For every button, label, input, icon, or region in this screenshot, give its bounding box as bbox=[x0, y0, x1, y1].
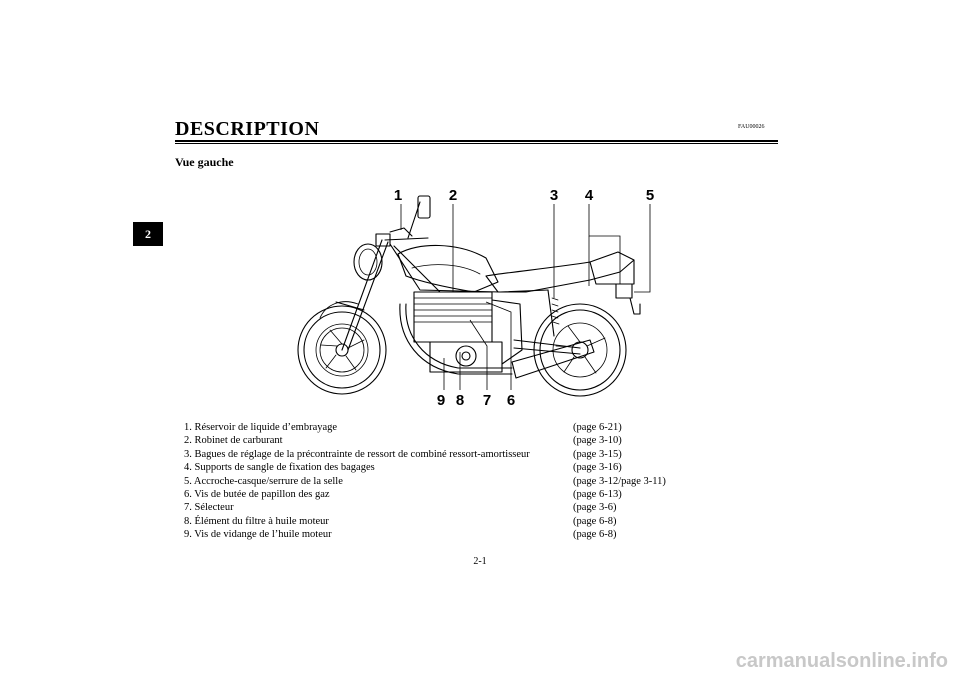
swingarm-shock bbox=[513, 289, 581, 355]
callout-7: 7 bbox=[483, 392, 491, 409]
part-name: 6. Vis de butée de papillon des gaz bbox=[184, 488, 330, 500]
callout-9: 9 bbox=[437, 392, 445, 409]
section-subtitle: Vue gauche bbox=[175, 155, 234, 169]
page-reference: (page 3-10) bbox=[573, 435, 622, 447]
page-reference: (page 3-12/page 3-11) bbox=[573, 475, 666, 487]
motorcycle-illustration: 1 2 3 4 5 9 8 7 6 bbox=[297, 187, 654, 409]
page-reference: (page 3-15) bbox=[573, 448, 622, 460]
part-name: 8. Élément du filtre à huile moteur bbox=[184, 515, 329, 527]
callout-1: 1 bbox=[394, 187, 402, 204]
callout-5: 5 bbox=[646, 187, 654, 204]
part-name: 9. Vis de vidange de l’huile moteur bbox=[184, 529, 332, 541]
list-item: 8. Élément du filtre à huile moteur (page… bbox=[184, 515, 704, 528]
list-item: 6. Vis de butée de papillon des gaz (page… bbox=[184, 488, 704, 501]
frame bbox=[389, 243, 549, 293]
part-name: 5. Accroche-casque/serrure de la selle bbox=[184, 475, 343, 487]
callout-2: 2 bbox=[449, 187, 457, 204]
part-name: 2. Robinet de carburant bbox=[184, 435, 283, 447]
part-name: 3. Bagues de réglage de la précontrainte… bbox=[184, 448, 530, 460]
part-name: 4. Supports de sangle de fixation des ba… bbox=[184, 462, 375, 474]
list-item: 1. Réservoir de liquide d’embrayage (page… bbox=[184, 421, 704, 434]
engine bbox=[413, 291, 523, 373]
chapter-tab: 2 bbox=[133, 222, 163, 246]
list-item: 3. Bagues de réglage de la précontrainte… bbox=[184, 448, 704, 461]
title-rule-thick bbox=[175, 140, 778, 142]
list-item: 9. Vis de vidange de l’huile moteur (page… bbox=[184, 528, 704, 541]
list-item: 2. Robinet de carburant (page 3-10) bbox=[184, 434, 704, 447]
watermark-text: carmanualsonline.info bbox=[735, 650, 948, 672]
page-reference: (page 3-16) bbox=[573, 462, 622, 474]
part-name: 1. Réservoir de liquide d’embrayage bbox=[184, 422, 338, 433]
parts-list: 1. Réservoir de liquide d’embrayage (page… bbox=[184, 421, 704, 542]
callout-4: 4 bbox=[585, 187, 594, 204]
front-fork bbox=[319, 239, 389, 351]
part-name: 7. Sélecteur bbox=[184, 502, 234, 514]
rear-wheel bbox=[533, 303, 627, 397]
page-reference: (page 6-8) bbox=[573, 529, 617, 541]
list-item: 7. Sélecteur (page 3-6) bbox=[184, 501, 704, 514]
list-item: 4. Supports de sangle de fixation des ba… bbox=[184, 461, 704, 474]
page-reference: (page 3-6) bbox=[573, 502, 617, 514]
callout-3: 3 bbox=[550, 187, 558, 204]
document-code: FAU00026 bbox=[738, 124, 765, 130]
page-reference: (page 6-8) bbox=[573, 515, 617, 527]
page-title: DESCRIPTION bbox=[175, 118, 320, 140]
front-controls bbox=[353, 195, 431, 281]
page-number: 2-1 bbox=[473, 556, 487, 567]
seat-tail bbox=[485, 251, 641, 315]
fuel-tank bbox=[397, 244, 499, 293]
page-reference: (page 6-13) bbox=[573, 488, 622, 500]
leader-lines bbox=[400, 204, 651, 390]
front-wheel bbox=[297, 305, 387, 395]
callout-8: 8 bbox=[456, 392, 464, 409]
list-item: 5. Accroche-casque/serrure de la selle (p… bbox=[184, 475, 704, 488]
page-reference: (page 6-21) bbox=[573, 422, 622, 433]
title-rule-thin bbox=[175, 143, 778, 144]
exhaust bbox=[399, 303, 595, 379]
callout-6: 6 bbox=[507, 392, 515, 409]
